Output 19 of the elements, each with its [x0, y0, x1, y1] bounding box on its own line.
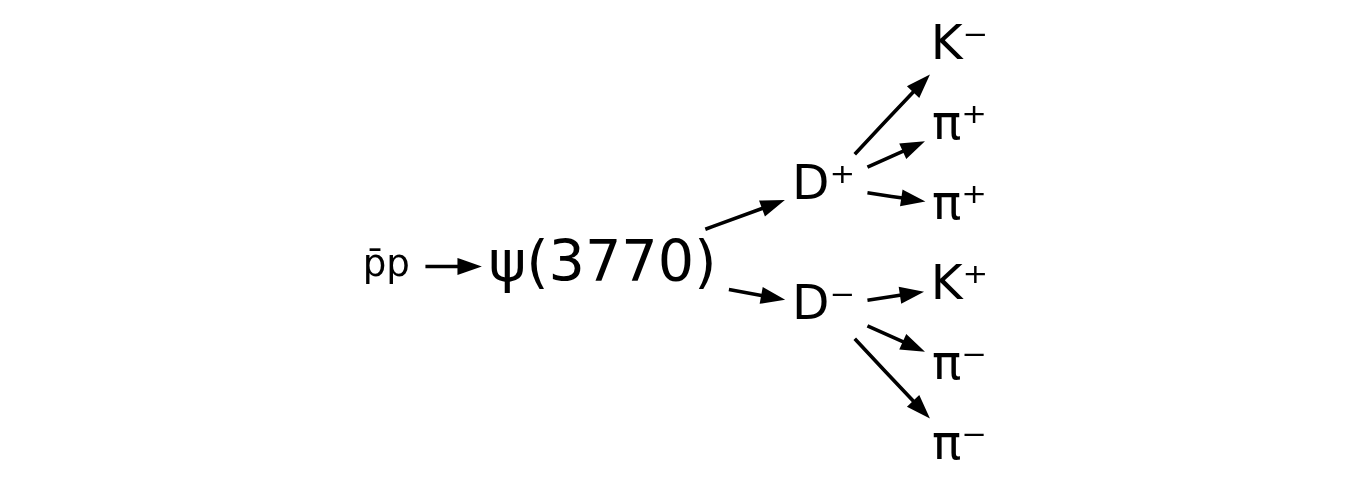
arrow [866, 141, 925, 169]
node-text: K⁺ [930, 254, 988, 311]
arrow [728, 287, 785, 304]
node-text: π⁺ [931, 173, 987, 230]
arrow [866, 324, 925, 352]
node-text: p̄p [362, 240, 410, 285]
arrow [866, 286, 924, 304]
node-text: π⁻ [931, 334, 987, 391]
node-text: π⁻ [931, 414, 987, 471]
arrow [704, 200, 785, 231]
arrow [866, 189, 925, 207]
node-text: K⁻ [930, 13, 988, 70]
arrow [424, 258, 482, 276]
node-text: D⁺ [791, 153, 855, 210]
node-text: D⁻ [791, 274, 855, 331]
node-text: π⁺ [931, 93, 987, 150]
node-text: ψ(3770) [487, 227, 716, 294]
arrow [852, 74, 930, 156]
arrow [852, 337, 930, 419]
